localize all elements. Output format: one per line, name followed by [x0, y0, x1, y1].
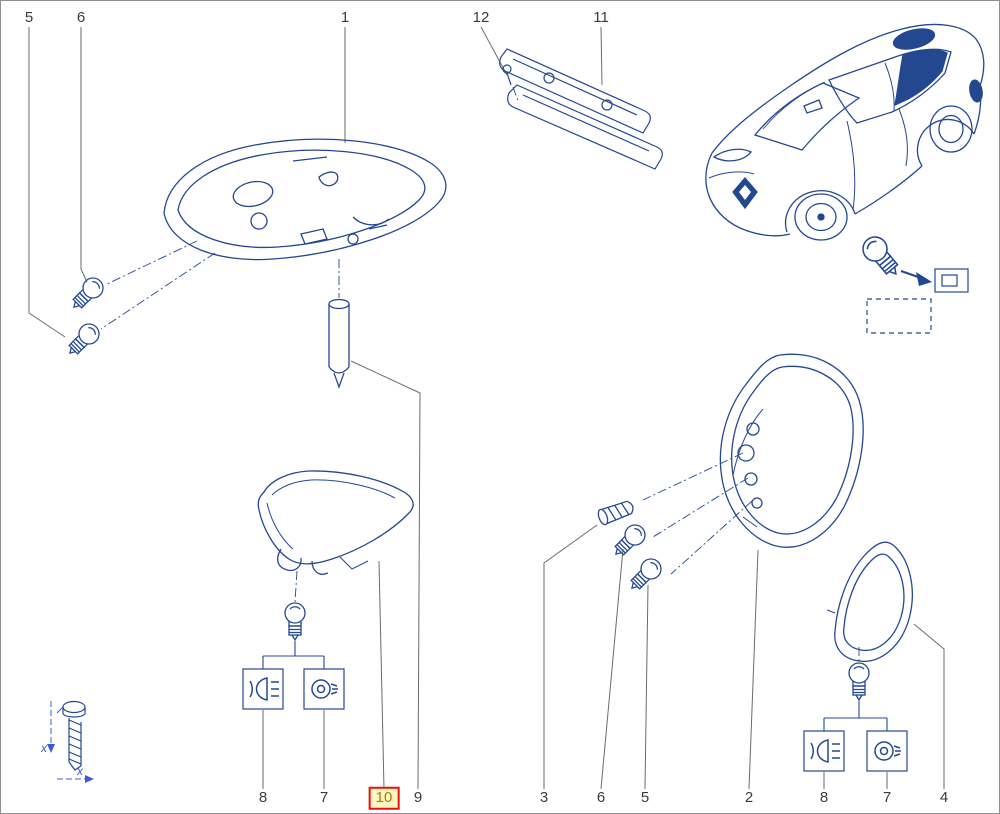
car-illustration	[705, 23, 985, 241]
dimension-x-label: x	[76, 764, 84, 778]
callout-10-selected[interactable]: 10	[368, 786, 400, 810]
tail-lamp-assembly-1	[163, 138, 447, 261]
side-lamp-icon	[874, 741, 902, 761]
side-lamp-icon	[311, 679, 339, 699]
callout-1[interactable]: 1	[340, 8, 350, 26]
bulb-package-boxes	[866, 268, 969, 334]
callout-9[interactable]: 9	[413, 788, 423, 806]
callout-5-bottom[interactable]: 5	[640, 788, 650, 806]
bulb-lens	[848, 662, 870, 701]
lens-part-4	[826, 541, 913, 662]
branch-connectors	[262, 641, 888, 731]
callout-6-top[interactable]: 6	[76, 8, 86, 26]
fog-lamp-assembly-10	[257, 470, 414, 575]
callout-4[interactable]: 4	[939, 788, 949, 806]
symbol-boxes	[242, 668, 908, 772]
fog-lamp-icon	[810, 739, 841, 763]
callout-7-left[interactable]: 7	[319, 788, 329, 806]
assembly-axes	[100, 86, 860, 661]
callout-7-right[interactable]: 7	[882, 788, 892, 806]
dimension-annotations	[47, 701, 94, 783]
arrow-head-icon	[916, 272, 932, 286]
callout-3[interactable]: 3	[539, 788, 549, 806]
screw-part-3	[595, 498, 636, 527]
license-plate-lamp-11	[499, 48, 663, 170]
callout-8-right[interactable]: 8	[819, 788, 829, 806]
callout-5-top[interactable]: 5	[24, 8, 34, 26]
lookup-arrow	[900, 269, 932, 286]
fog-lamp-icon	[249, 677, 280, 701]
leader-lines	[28, 26, 945, 790]
callout-12[interactable]: 12	[472, 8, 490, 26]
mounting-screw-detail	[62, 700, 86, 771]
bulb-fog-lamp	[284, 602, 306, 641]
bulb-part-5	[62, 319, 104, 361]
dimension-x-label: x	[40, 741, 48, 755]
callout-11[interactable]: 11	[593, 8, 609, 26]
bulb-part-6b	[608, 520, 650, 562]
tail-lamp-assembly-2	[719, 353, 864, 548]
callout-2[interactable]: 2	[744, 788, 754, 806]
replacement-bulb	[857, 231, 906, 283]
callout-6-bottom[interactable]: 6	[596, 788, 606, 806]
bulb-part-5b	[624, 554, 666, 596]
bulb-part-6	[66, 273, 108, 315]
screw-12	[502, 64, 512, 86]
callout-8-left[interactable]: 8	[258, 788, 268, 806]
screw-pin-9	[328, 298, 350, 389]
